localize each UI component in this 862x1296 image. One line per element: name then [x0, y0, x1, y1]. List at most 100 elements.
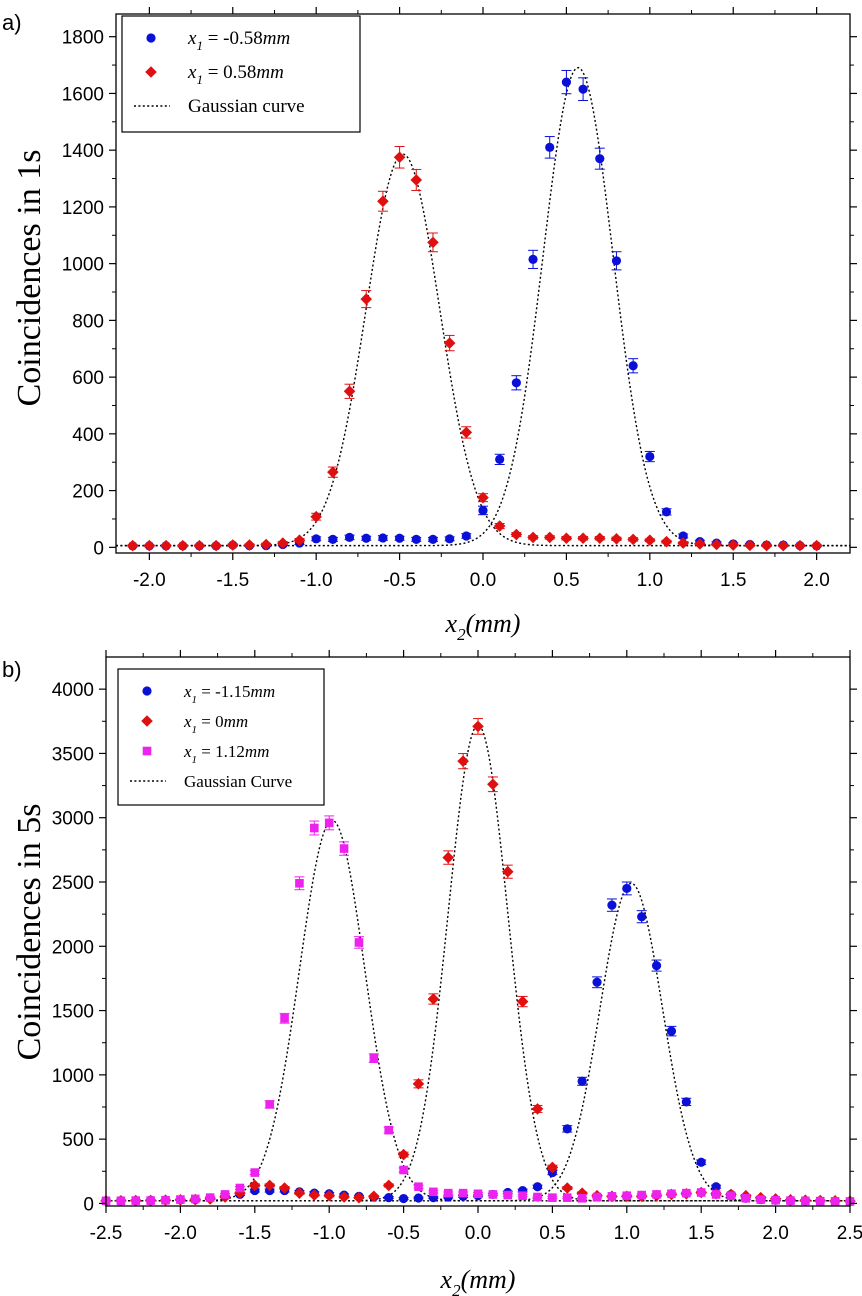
data-point [361, 533, 371, 543]
data-point [414, 1182, 423, 1192]
data-point [815, 1196, 825, 1206]
data-point [368, 1190, 380, 1203]
data-point [353, 1191, 365, 1204]
data-point [384, 1125, 394, 1135]
x-tick-label: 0.5 [539, 1223, 565, 1244]
data-point [477, 491, 489, 504]
data-point [696, 1188, 706, 1197]
gaussian-fit-curve-1 [116, 153, 850, 547]
data-point [250, 1168, 260, 1177]
data-point [382, 1179, 395, 1192]
data-point [458, 1188, 468, 1198]
y-tick-label: 4000 [52, 680, 94, 701]
data-point [577, 1076, 587, 1086]
data-point [311, 534, 321, 544]
gaussian-fit-curve-1 [106, 724, 850, 1202]
legend-value: = -1.15 [197, 682, 251, 701]
series-0 [127, 69, 822, 551]
data-point [516, 995, 529, 1008]
data-point [220, 1190, 230, 1199]
legend-sub: 1 [192, 724, 198, 736]
data-point [263, 1179, 276, 1192]
data-point [226, 539, 239, 551]
legend-marker [146, 33, 156, 43]
x-tick-label: 0.0 [470, 570, 496, 591]
series-1 [126, 145, 823, 552]
data-point [443, 1188, 453, 1198]
data-point [369, 1053, 379, 1063]
data-point [777, 539, 790, 552]
legend-unit: mm [224, 712, 249, 731]
data-point [546, 1161, 559, 1174]
data-point [637, 912, 647, 922]
y-tick-label: 1000 [62, 255, 104, 276]
y-tick-label: 1400 [62, 141, 104, 162]
x-tick-label: -2.5 [90, 1223, 123, 1244]
data-point [501, 865, 514, 878]
legend-sub: 1 [192, 754, 198, 766]
legend-entry-text: Gaussian Curve [184, 772, 292, 791]
data-point [726, 1191, 736, 1201]
legend-var: x [187, 62, 197, 83]
data-point [794, 539, 806, 552]
data-point [611, 256, 622, 266]
legend-var: x [183, 712, 192, 731]
data-point [487, 778, 499, 791]
data-point [786, 1196, 795, 1205]
data-point [628, 361, 638, 371]
data-point [143, 539, 156, 552]
x-axis-label-sub: 2 [457, 625, 466, 644]
legend-unit: mm [251, 682, 276, 701]
y-tick-label: 500 [62, 1130, 94, 1151]
legend-var: x [183, 742, 192, 761]
data-point [577, 532, 589, 545]
data-point [681, 1097, 691, 1107]
legend-marker [142, 686, 152, 696]
y-tick-label: 2500 [52, 873, 94, 894]
series-0 [101, 881, 855, 1207]
panel-label: b) [2, 657, 22, 682]
x-tick-label: -1.5 [216, 570, 249, 591]
x-tick-label: 1.0 [637, 570, 663, 591]
data-point [495, 454, 505, 464]
data-point [527, 531, 539, 544]
data-point [677, 537, 689, 549]
data-point [429, 1187, 438, 1197]
x-tick-label: -2.0 [133, 570, 166, 591]
data-point [343, 385, 356, 398]
data-point [756, 1195, 766, 1204]
data-point [652, 1190, 661, 1199]
data-point [744, 539, 756, 552]
legend-entry-text: x1 = 1.12mm [183, 742, 269, 766]
data-point [510, 528, 523, 541]
data-point [543, 531, 556, 544]
legend-marker [145, 66, 157, 78]
y-tick-label: 0 [93, 538, 104, 559]
data-point [126, 539, 139, 552]
data-point [360, 293, 373, 305]
gaussian-fit-curve-2 [106, 819, 850, 1202]
data-point [412, 1078, 425, 1090]
data-point [561, 77, 572, 87]
data-point [560, 532, 573, 545]
data-point [810, 539, 823, 552]
x-axis-label: x2(mm) [445, 609, 521, 644]
y-tick-label: 1600 [62, 84, 104, 105]
data-point [338, 1191, 350, 1203]
data-point [696, 1157, 706, 1167]
data-point [678, 531, 688, 541]
data-point [607, 1192, 617, 1201]
data-point [460, 426, 473, 439]
panel-label: a) [2, 10, 22, 35]
data-point [760, 539, 773, 552]
x-tick-label: -0.5 [387, 1223, 420, 1244]
data-point [682, 1188, 691, 1198]
data-point [277, 537, 289, 549]
x-axis-label-var: x [440, 1265, 453, 1294]
x-tick-label: 1.5 [688, 1223, 714, 1244]
x-axis-label-unit: (mm) [461, 1265, 516, 1294]
x-axis-label-var: x [445, 609, 458, 638]
data-point [711, 1190, 721, 1199]
